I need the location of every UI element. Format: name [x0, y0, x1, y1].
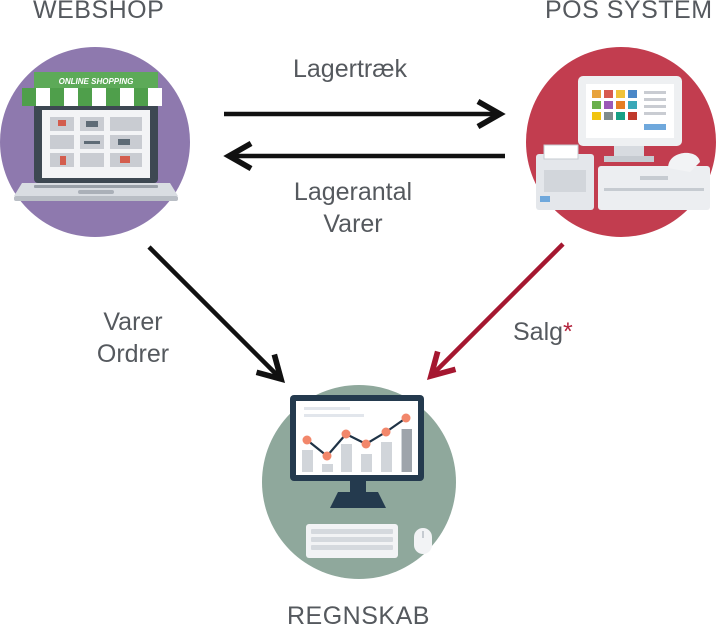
accounting-title: REGNSKAB — [287, 602, 430, 630]
accounting-node — [262, 385, 456, 579]
label-salg: Salg — [513, 318, 564, 346]
keyboard-keys — [34, 185, 158, 188]
label-lagerantal: Lagerantal — [293, 178, 413, 206]
label-varer: Varer — [103, 308, 163, 336]
label-ordrer: Ordrer — [96, 340, 170, 368]
webshop-sign-text: ONLINE SHOPPING — [59, 77, 134, 86]
salg-asterisk: * — [563, 318, 573, 346]
pos-terminal-icon — [536, 76, 710, 210]
arrow-webshop-to-accounting — [147, 245, 286, 384]
pos-node — [526, 47, 716, 237]
label-varer-top: Varer — [323, 210, 383, 238]
desktop-computer-icon — [290, 395, 432, 558]
arrow-pos-to-accounting — [426, 242, 565, 381]
label-varer-ordrer: Varer Ordrer — [78, 306, 188, 370]
label-lagertraek: Lagertræk — [293, 55, 407, 83]
awning-icon: ONLINE SHOPPING — [22, 72, 162, 106]
webshop-node: ONLINE SHOPPING — [0, 47, 190, 237]
laptop-icon — [14, 103, 178, 201]
label-salg-wrap: Salg* — [513, 316, 573, 348]
label-lagerantal-varer: Lagerantal Varer — [268, 176, 438, 240]
pos-title: POS SYSTEM — [545, 0, 713, 24]
webshop-title: WEBSHOP — [33, 0, 165, 24]
